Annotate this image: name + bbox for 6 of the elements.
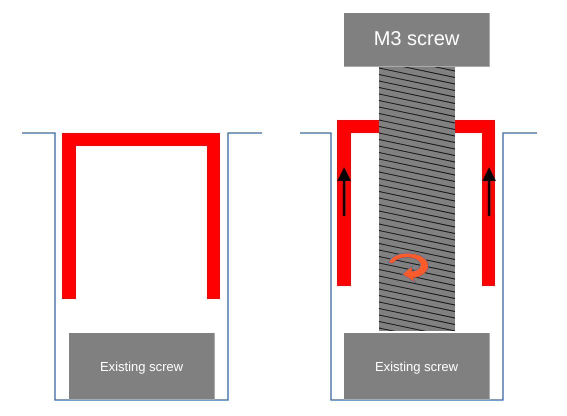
- screw-head-box: [344, 13, 490, 67]
- screw-label: M3 screw: [374, 28, 460, 51]
- screw-label: Existing screw: [100, 358, 184, 374]
- screw-head-box: [69, 333, 215, 400]
- screw-head-box: [344, 333, 490, 400]
- screw-label: Existing screw: [374, 358, 458, 374]
